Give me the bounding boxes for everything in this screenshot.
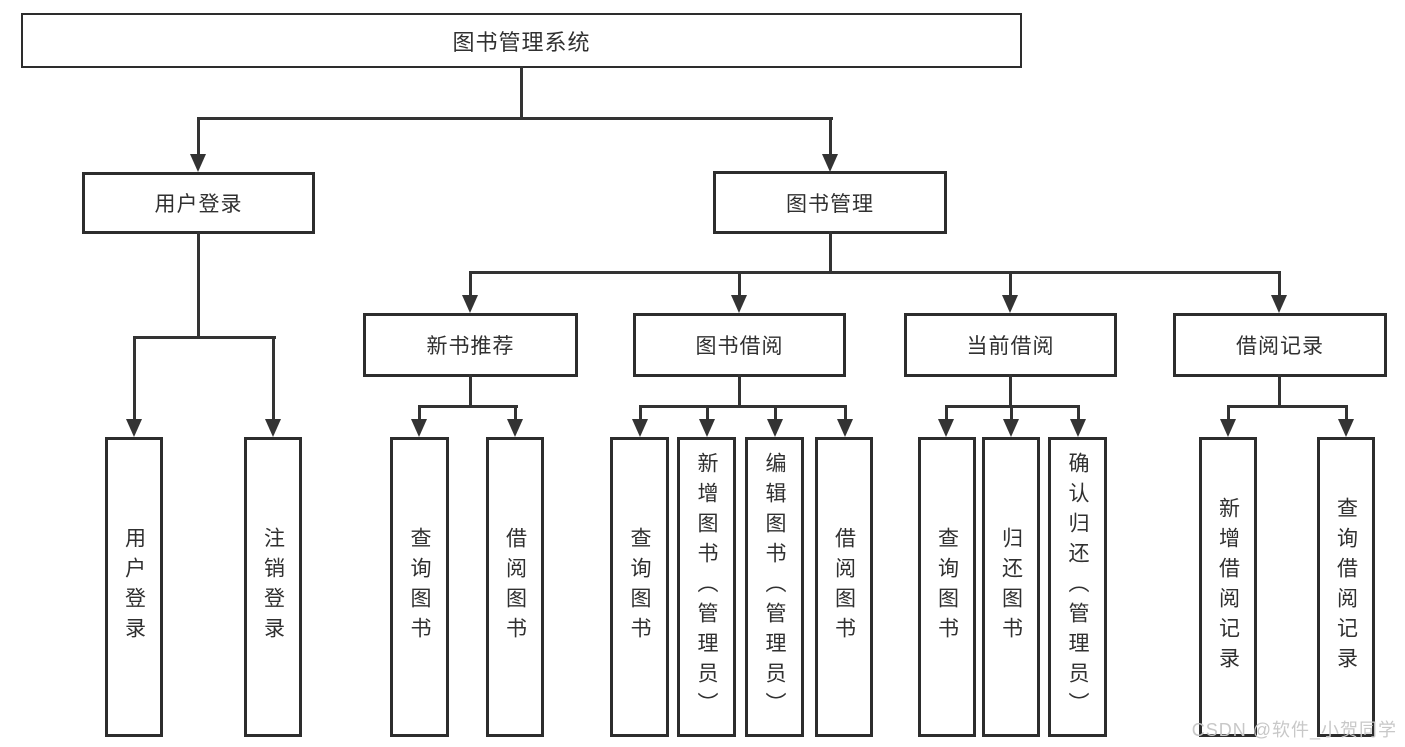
node-logout-label: 注销登录 [261,527,285,647]
arrowhead-leaf [507,419,523,437]
connector-leaf-stem [844,405,847,423]
node-book-management: 图书管理 [713,171,947,234]
node-edit-books-admin: 编辑图书（管理员） [745,437,804,737]
node-return-books-label: 归还图书 [999,527,1023,647]
node-confirm-return-admin: 确认归还（管理员） [1048,437,1107,737]
node-user-login: 用户登录 [82,172,315,234]
connector-userlogin-stem [197,117,200,157]
connector-current-stem [1009,271,1012,297]
arrowhead-leaf [767,419,783,437]
node-add-borrow-record: 新增借阅记录 [1199,437,1257,737]
connector-bookmgmt-down [829,231,832,274]
connector-logout-stem [272,336,275,421]
connector-userlogin-bar [133,336,276,339]
arrowhead-leaf [837,419,853,437]
node-login-label: 用户登录 [122,527,146,647]
node-edit-books-admin-label: 编辑图书（管理员） [763,452,786,722]
node-current-borrowing: 当前借阅 [904,313,1117,377]
node-query-books-recommend: 查询图书 [390,437,449,737]
node-add-borrow-record-label: 新增借阅记录 [1216,497,1240,677]
node-query-books-borrowing-label: 查询图书 [628,527,651,647]
node-confirm-return-admin-label: 确认归还（管理员） [1066,452,1089,722]
connector-userlogin-down [197,232,200,338]
connector-newrec-down [469,374,472,408]
node-root: 图书管理系统 [21,13,1022,68]
connector-leaf-stem [1010,405,1013,423]
node-book-borrowing: 图书借阅 [633,313,846,377]
connector-borrow-bar [639,405,847,408]
connector-leaf-stem [1077,405,1080,423]
arrowhead-logout [265,419,281,437]
connector-leaf-stem [514,405,517,423]
arrowhead-bookmgmt [822,154,838,172]
node-query-books-current: 查询图书 [918,437,976,737]
connector-leaf-stem [706,405,709,423]
connector-leaf-stem [945,405,948,423]
node-logout: 注销登录 [244,437,302,737]
connector-records-down [1278,374,1281,408]
node-add-books-admin: 新增图书（管理员） [677,437,736,737]
node-add-books-admin-label: 新增图书（管理员） [695,452,718,722]
arrowhead-leaf [1003,419,1019,437]
connector-records-stem [1278,271,1281,297]
connector-login-stem [133,336,136,421]
connector-leaf-stem [774,405,777,423]
arrowhead-leaf [1070,419,1086,437]
connector-records-bar [1227,405,1348,408]
connector-leaf-stem [418,405,421,423]
node-query-borrow-record: 查询借阅记录 [1317,437,1375,737]
connector-borrow-stem [738,271,741,297]
node-borrow-books-borrowing-label: 借阅图书 [832,527,856,647]
arrowhead-borrow [731,295,747,313]
connector-newrec-stem [469,271,472,297]
arrowhead-current [1002,295,1018,313]
connector-leaf-stem [1345,405,1348,423]
node-query-books-current-label: 查询图书 [935,527,959,647]
node-query-borrow-record-label: 查询借阅记录 [1334,497,1358,677]
arrowhead-leaf [938,419,954,437]
node-new-book-recommend: 新书推荐 [363,313,578,377]
csdn-watermark: CSDN @软件_小贺同学 [1191,720,1397,740]
node-borrow-books-recommend-label: 借阅图书 [503,527,527,647]
connector-bookmgmt-bar [469,271,1281,274]
arrowhead-login [126,419,142,437]
connector-current-down [1009,374,1012,408]
node-query-books-borrowing: 查询图书 [610,437,669,737]
node-query-books-recommend-label: 查询图书 [408,527,431,647]
node-borrowing-records: 借阅记录 [1173,313,1387,377]
arrowhead-newrec [462,295,478,313]
arrowhead-leaf [632,419,648,437]
connector-root-bar [197,117,833,120]
node-return-books: 归还图书 [982,437,1040,737]
connector-leaf-stem [1227,405,1230,423]
arrowhead-leaf [411,419,427,437]
node-login: 用户登录 [105,437,163,737]
arrowhead-leaf [1220,419,1236,437]
connector-borrow-down [738,374,741,408]
arrowhead-userlogin [190,154,206,172]
connector-bookmgmt-stem [829,117,832,157]
connector-root-stem [520,66,523,119]
node-borrow-books-recommend: 借阅图书 [486,437,544,737]
node-borrow-books-borrowing: 借阅图书 [815,437,873,737]
connector-leaf-stem [639,405,642,423]
arrowhead-records [1271,295,1287,313]
arrowhead-leaf [699,419,715,437]
connector-newrec-bar [418,405,518,408]
arrowhead-leaf [1338,419,1354,437]
